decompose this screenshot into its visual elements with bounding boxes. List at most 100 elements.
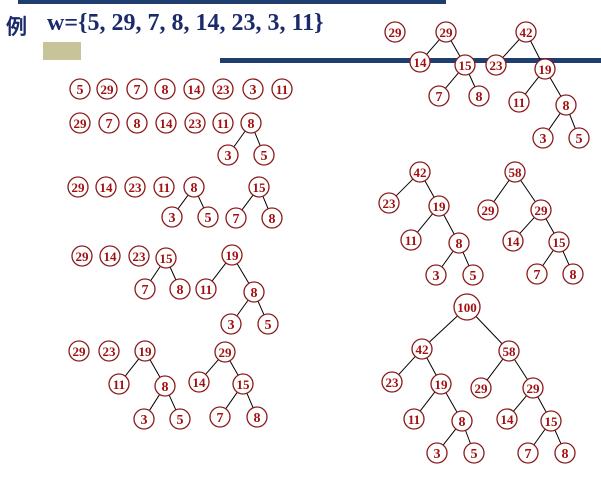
node-circle bbox=[153, 176, 175, 198]
node-weight-label: 29 bbox=[76, 249, 90, 264]
tree-edge bbox=[428, 313, 461, 343]
tree-node: 15 bbox=[548, 231, 570, 253]
tree-node: 29 bbox=[522, 377, 544, 399]
node-weight-label: 15 bbox=[545, 414, 559, 429]
node-weight-label: 19 bbox=[435, 377, 449, 392]
tree-edge bbox=[416, 213, 434, 233]
node-weight-label: 7 bbox=[525, 447, 532, 462]
tree-edge bbox=[465, 430, 471, 444]
node-circle bbox=[257, 313, 279, 335]
node-circle bbox=[212, 78, 234, 100]
tree-node: 8 bbox=[126, 112, 148, 134]
node-weight-label: 14 bbox=[188, 82, 202, 97]
node-weight-label: 29 bbox=[101, 82, 115, 97]
node-circle bbox=[425, 264, 447, 286]
node-weight-label: 23 bbox=[490, 58, 504, 73]
tree-edge bbox=[548, 112, 561, 131]
tree-node: 19 bbox=[428, 195, 450, 217]
tree-node: 23 bbox=[128, 245, 150, 267]
tree-node: 5 bbox=[462, 264, 484, 286]
node-weight-label: 29 bbox=[389, 25, 403, 40]
tree-node: 23 bbox=[212, 78, 234, 100]
tree-node: 3 bbox=[133, 408, 155, 430]
node-circle bbox=[71, 245, 93, 267]
tree-node: 11 bbox=[508, 91, 530, 113]
tree-edge bbox=[236, 299, 249, 317]
node-weight-label: 14 bbox=[501, 412, 515, 427]
node-weight-label: 19 bbox=[139, 344, 153, 359]
node-circle bbox=[169, 278, 191, 300]
node-weight-label: 14 bbox=[104, 249, 118, 264]
tree-node: 8 bbox=[562, 263, 584, 285]
node-weight-label: 58 bbox=[509, 165, 523, 180]
node-weight-label: 5 bbox=[77, 83, 84, 98]
tree-edge bbox=[426, 39, 440, 55]
node-circle bbox=[477, 199, 499, 221]
node-circle bbox=[99, 245, 121, 267]
node-circle bbox=[526, 263, 548, 285]
node-circle bbox=[426, 442, 448, 464]
tree-node: 11 bbox=[195, 278, 217, 300]
node-circle bbox=[448, 232, 470, 254]
node-weight-label: 29 bbox=[74, 116, 88, 131]
node-circle bbox=[462, 264, 484, 286]
node-circle bbox=[240, 112, 262, 134]
node-circle bbox=[98, 112, 120, 134]
node-circle bbox=[220, 313, 242, 335]
node-circle bbox=[248, 176, 270, 198]
node-weight-label: 3 bbox=[540, 132, 547, 147]
tree-edge bbox=[246, 393, 254, 408]
tree-node: 8 bbox=[183, 176, 205, 198]
node-weight-label: 7 bbox=[142, 283, 149, 298]
tree-node: 11 bbox=[271, 78, 293, 100]
node-weight-label: 7 bbox=[436, 90, 443, 105]
node-circle bbox=[403, 408, 425, 430]
tree-node: 3 bbox=[217, 144, 239, 166]
tree-edge bbox=[148, 394, 161, 411]
tree-node: 5 bbox=[197, 206, 219, 228]
node-weight-label: 23 bbox=[103, 344, 117, 359]
node-circle bbox=[154, 375, 176, 397]
tree-edge bbox=[493, 179, 510, 203]
node-weight-label: 14 bbox=[160, 116, 174, 131]
node-circle bbox=[183, 78, 205, 100]
node-weight-label: 5 bbox=[470, 269, 477, 284]
tree-edge bbox=[424, 180, 435, 198]
tree-node: 14 bbox=[155, 112, 177, 134]
node-weight-label: 3 bbox=[141, 413, 148, 428]
node-weight-label: 3 bbox=[169, 211, 176, 226]
tree-node: 11 bbox=[403, 408, 425, 430]
node-circle bbox=[540, 410, 562, 432]
tree-node: 7 bbox=[428, 85, 450, 107]
node-weight-label: 7 bbox=[233, 212, 240, 227]
node-circle bbox=[508, 91, 530, 113]
tree-node: 15 bbox=[248, 176, 270, 198]
tree-node: 8 bbox=[554, 442, 576, 464]
node-weight-label: 7 bbox=[106, 117, 113, 132]
tree-node: 8 bbox=[468, 85, 490, 107]
tree-node: 29 bbox=[69, 112, 91, 134]
tree-node: 23 bbox=[98, 340, 120, 362]
node-weight-label: 8 bbox=[476, 90, 483, 105]
tree-node: 29 bbox=[477, 199, 499, 221]
tree-edge bbox=[262, 196, 269, 209]
node-circle bbox=[195, 278, 217, 300]
tree-node: 23 bbox=[184, 112, 206, 134]
tree-edge bbox=[533, 428, 546, 446]
node-circle bbox=[568, 127, 590, 149]
tree-edge bbox=[445, 72, 459, 89]
node-weight-label: 8 bbox=[251, 286, 258, 301]
tree-node: 8 bbox=[154, 78, 176, 100]
node-circle bbox=[209, 406, 231, 428]
node-weight-label: 19 bbox=[433, 199, 447, 214]
tree-edge bbox=[236, 263, 250, 284]
node-circle bbox=[384, 21, 406, 43]
tree-node: 14 bbox=[95, 176, 117, 198]
tree-edge bbox=[205, 359, 219, 375]
tree-node: 14 bbox=[188, 371, 210, 393]
node-circle bbox=[470, 377, 492, 399]
edges-layer bbox=[124, 39, 576, 446]
tree-node: 19 bbox=[134, 340, 156, 362]
tree-node: 7 bbox=[526, 263, 548, 285]
node-weight-label: 14 bbox=[507, 234, 521, 249]
